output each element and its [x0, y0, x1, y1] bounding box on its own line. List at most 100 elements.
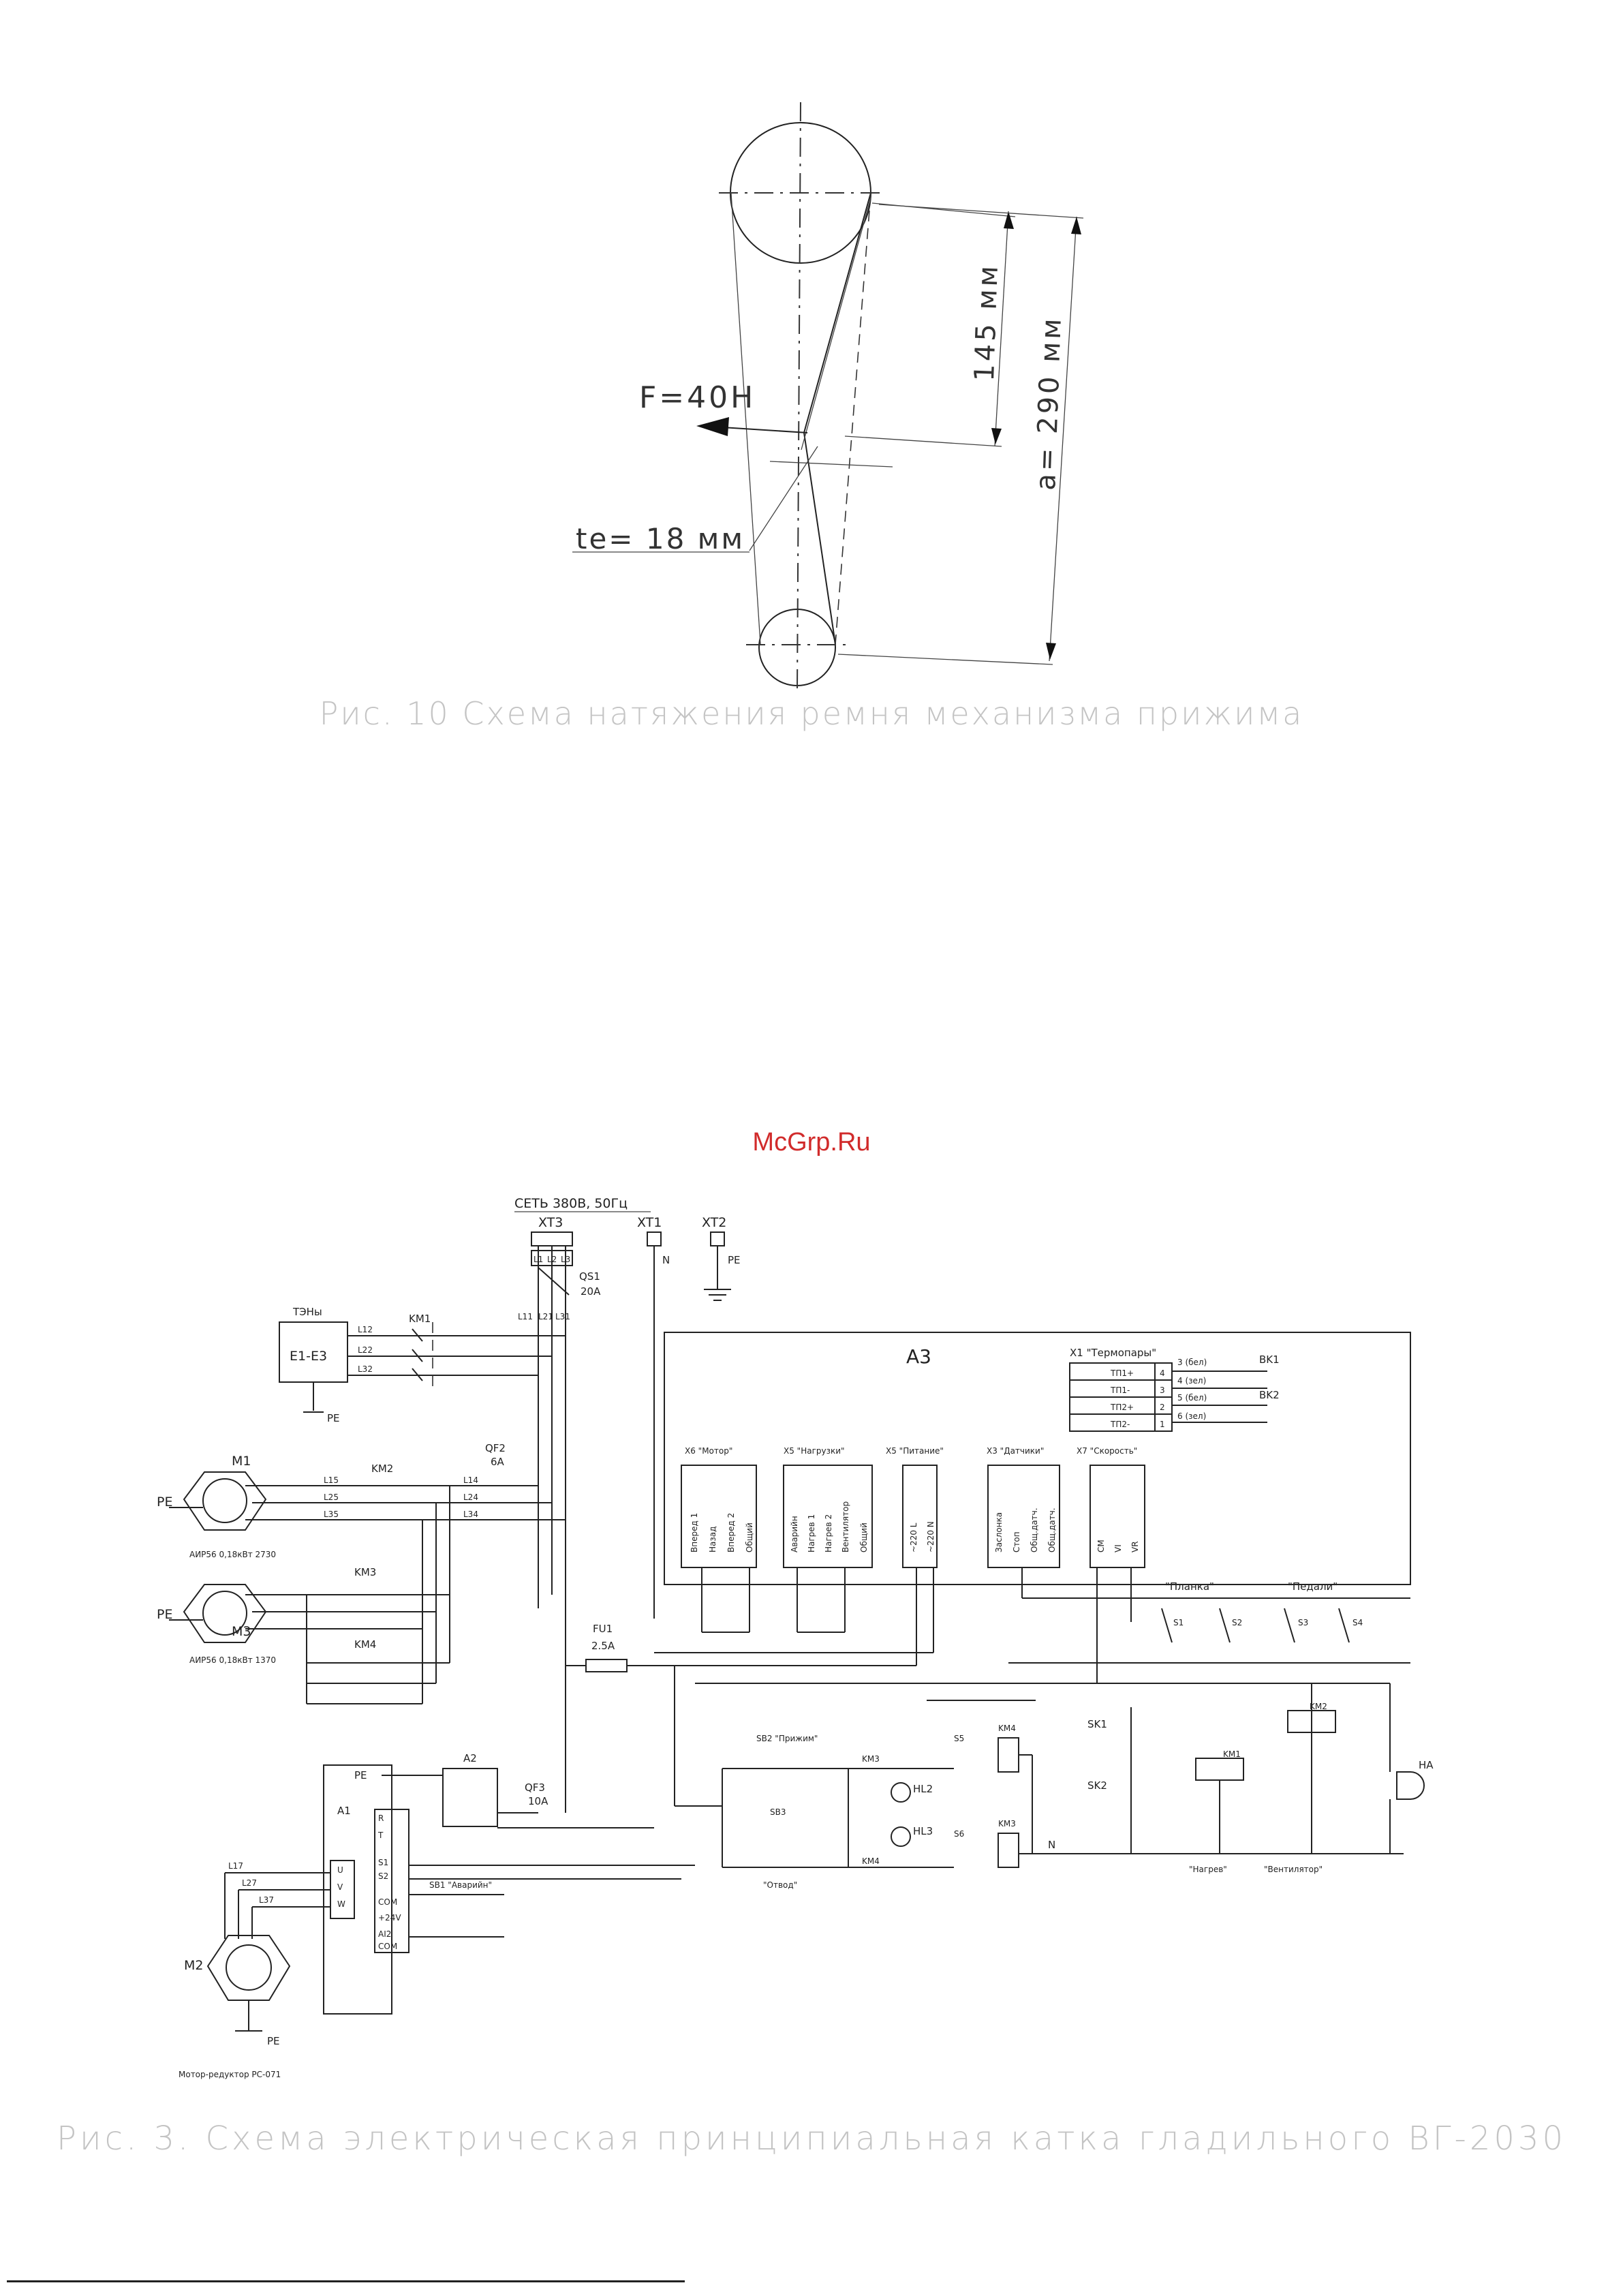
- x6-cell-3: Вперед 2: [726, 1513, 736, 1552]
- pulley-centerline-vertical: [797, 102, 801, 692]
- s1-label: S1: [1173, 1618, 1184, 1627]
- qf2-rating: 6А: [491, 1456, 505, 1468]
- dim-290-arrow-top: [1071, 217, 1081, 234]
- supply-label: СЕТЬ 380В, 50Гц: [514, 1196, 628, 1211]
- force-line: [722, 427, 808, 433]
- sk2-label: SK2: [1087, 1779, 1107, 1792]
- l27-label: L27: [242, 1878, 257, 1888]
- m1-stator: [202, 1478, 247, 1523]
- x1-pin-4: 1: [1160, 1420, 1165, 1429]
- m1-pe: PE: [157, 1495, 172, 1510]
- l15-label: L15: [324, 1475, 339, 1485]
- x5b-cell-2: ~220 N: [926, 1521, 936, 1552]
- qs1-label: QS1: [579, 1270, 600, 1283]
- km1-coil: [1195, 1758, 1244, 1781]
- x3-block: [987, 1465, 1060, 1568]
- x1-pin-2: 3: [1160, 1386, 1165, 1395]
- x5a-cell-1: Аварийн: [790, 1516, 799, 1552]
- belt-right-run-deflected: [803, 192, 871, 645]
- x5b-title: X5 "Питание": [886, 1446, 944, 1456]
- km1-label: KM1: [409, 1313, 431, 1325]
- heaters-range: E1-E3: [290, 1349, 327, 1364]
- x3-cell-1: Заслонка: [994, 1512, 1004, 1552]
- belt-right-run-original: [835, 192, 871, 645]
- half-distance-label: 145 мм: [969, 262, 1004, 382]
- pedali-label: "Педали": [1288, 1580, 1338, 1593]
- m1-label: M1: [232, 1454, 251, 1469]
- x1-row-3: ТП2+: [1110, 1403, 1134, 1412]
- m2-housing: [206, 1935, 291, 2001]
- hl2-lamp: [891, 1782, 911, 1803]
- force-label: F=40Н: [639, 380, 756, 415]
- sb1-label: SB1 "Аварийн": [429, 1880, 492, 1890]
- dim-145-arrow-top: [1004, 211, 1014, 229]
- x1-row-4: ТП2-: [1110, 1420, 1130, 1429]
- qf3-label: QF3: [525, 1781, 545, 1794]
- x5b-block: [902, 1465, 938, 1568]
- figure-10-caption: Рис. 10 Схема натяжения ремня механизма …: [319, 695, 1304, 732]
- l37-label: L37: [259, 1895, 274, 1905]
- x3-cell-2: Стоп: [1012, 1531, 1021, 1552]
- l35-label: L35: [324, 1510, 339, 1519]
- km4-label: KM4: [354, 1638, 376, 1651]
- dim-145-arrow-bot: [991, 428, 1002, 444]
- hl3-lamp: [891, 1826, 911, 1847]
- x7-cell-1: CM: [1096, 1540, 1106, 1552]
- xt2-pe-label: PE: [728, 1254, 741, 1266]
- x7-cell-3: VR: [1130, 1541, 1140, 1552]
- dim-290-ext-bot: [837, 654, 1053, 665]
- a2-label: A2: [463, 1752, 477, 1764]
- s5-label: S5: [954, 1734, 964, 1743]
- x5a-title: X5 "Нагрузки": [784, 1446, 845, 1456]
- bk2-label: BK2: [1259, 1389, 1280, 1401]
- s6-label: S6: [954, 1829, 964, 1839]
- dim-145-ext-bot: [844, 435, 1002, 447]
- m3-pe: PE: [157, 1607, 172, 1622]
- footer-rule: [7, 2280, 685, 2282]
- x1-pin-3: 2: [1160, 1403, 1165, 1412]
- sk1-label: SK1: [1087, 1718, 1107, 1730]
- xt1-n-label: N: [662, 1254, 670, 1266]
- x1-pin-1: 4: [1160, 1368, 1165, 1378]
- dim-145-line: [994, 211, 1009, 447]
- l14-label: L14: [463, 1475, 478, 1485]
- dim-290-arrow-bot: [1046, 643, 1056, 660]
- x5a-cell-4: Вентилятор: [841, 1501, 850, 1552]
- a3-label: А3: [906, 1345, 931, 1368]
- fu1-label: FU1: [593, 1623, 613, 1635]
- km4-coil-contact: KM4: [862, 1856, 880, 1866]
- xt2-label: XT2: [702, 1215, 726, 1230]
- center-distance-label: a= 290 мм: [1030, 316, 1068, 491]
- x5a-cell-2: Нагрев 1: [807, 1514, 816, 1552]
- xt3-block: [531, 1231, 573, 1246]
- heaters-pe: PE: [327, 1412, 340, 1424]
- a2-block: [442, 1768, 498, 1827]
- a1-label: A1: [337, 1805, 351, 1817]
- x1-wire-1: 3 (бел): [1177, 1358, 1207, 1367]
- x6-block: [681, 1465, 757, 1568]
- s1-contact: [1161, 1608, 1173, 1643]
- x5a-cell-5: Общий: [859, 1522, 869, 1552]
- a1-v: V: [337, 1882, 343, 1892]
- qs1-switch: [538, 1267, 570, 1296]
- sb2-label: SB2 "Прижим": [756, 1734, 818, 1743]
- a1-24v: +24V: [378, 1913, 401, 1923]
- x1-wire-2: 4 (зел): [1177, 1376, 1206, 1386]
- l11-label: L11: [518, 1312, 533, 1321]
- watermark: McGrp.Ru: [752, 1128, 871, 1157]
- l12-label: L12: [358, 1325, 373, 1334]
- km1-contact-1: [412, 1328, 423, 1342]
- x3-title: X3 "Датчики": [987, 1446, 1044, 1456]
- s3-contact: [1284, 1608, 1295, 1643]
- km3-label: KM3: [354, 1566, 376, 1578]
- l25-label: L25: [324, 1493, 339, 1502]
- s2-contact: [1219, 1608, 1231, 1643]
- m3-label: M3: [232, 1624, 251, 1639]
- qf2-label: QF2: [485, 1442, 506, 1454]
- l17-label: L17: [228, 1861, 243, 1871]
- x5a-block: [783, 1465, 873, 1568]
- a1-terminal-block: [374, 1809, 409, 1953]
- m1-spec: АИР56 0,18кВт 2730: [189, 1550, 276, 1559]
- planka-label: "Планка": [1165, 1580, 1214, 1593]
- a3-box: [664, 1332, 1411, 1585]
